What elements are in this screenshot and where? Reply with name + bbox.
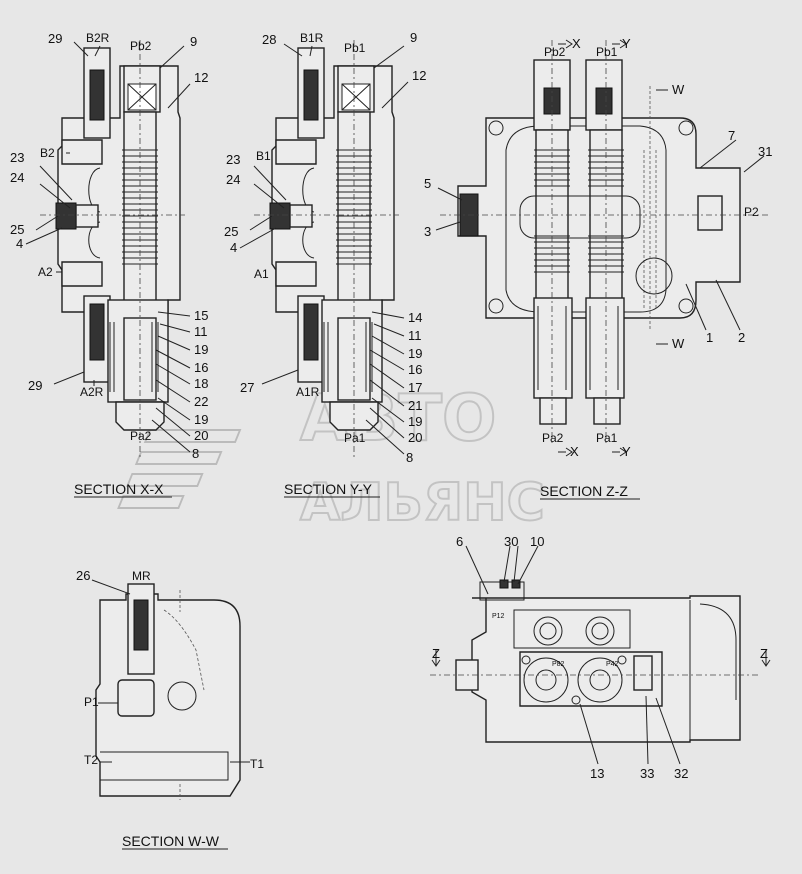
xx-callout-22: 22: [194, 394, 208, 409]
xx-callout-12: 12: [194, 70, 208, 85]
xx-callout-20: 20: [194, 428, 208, 443]
xx-callout-16: 16: [194, 360, 208, 375]
zz-marker-w-top: W: [672, 82, 685, 97]
yy-callout-20: 20: [408, 430, 422, 445]
zz-port-p2: P2: [744, 205, 759, 219]
yy-callout-16: 16: [408, 362, 422, 377]
zz-marker-y-bottom: Y: [622, 444, 631, 459]
xx-port-b2r: B2R: [86, 31, 110, 45]
yy-port-pa1: Pa1: [344, 431, 366, 445]
yy-section-title: SECTION Y-Y: [284, 481, 373, 497]
ww-callout-26: 26: [76, 568, 90, 583]
exterior-view: Z Z P12 P82 P42 6 30 10 13 33 32: [430, 534, 771, 781]
yy-callout-25: 25: [224, 224, 238, 239]
yy-port-b1: B1: [256, 149, 271, 163]
zz-port-pb1: Pb1: [596, 45, 618, 59]
yy-port-b1r: B1R: [300, 31, 324, 45]
yy-callout-17: 17: [408, 380, 422, 395]
zz-marker-x-top: X: [572, 36, 581, 51]
yy-port-a1: A1: [254, 267, 269, 281]
zz-callout-3: 3: [424, 224, 431, 239]
zz-callout-5: 5: [424, 176, 431, 191]
yy-callout-21: 21: [408, 398, 422, 413]
xx-callout-23: 23: [10, 150, 24, 165]
ww-port-t2: T2: [84, 753, 98, 767]
ext-callout-32: 32: [674, 766, 688, 781]
xx-callout-25: 25: [10, 222, 24, 237]
zz-marker-y-top: Y: [622, 36, 631, 51]
section-w-w: MR P1 T2 T1 26 SECTION W-W: [76, 568, 264, 850]
ext-plate-p82: P82: [552, 661, 565, 668]
ext-callout-30: 30: [504, 534, 518, 549]
zz-marker-x-bottom: X: [570, 444, 579, 459]
zz-callout-2: 2: [738, 330, 745, 345]
zz-callout-31: 31: [758, 144, 772, 159]
yy-callout-8: 8: [406, 450, 413, 465]
watermark-line2: АЛЬЯНС: [300, 473, 545, 533]
xx-callout-19b: 19: [194, 412, 208, 427]
ww-port-p1: P1: [84, 695, 99, 709]
zz-marker-w-bottom: W: [672, 336, 685, 351]
xx-port-pb2: Pb2: [130, 39, 152, 53]
xx-callout-18: 18: [194, 376, 208, 391]
section-z-z: Pb2 Pb1 P2 Pa2 Pa1 X Y W W X Y 7 31 5 3 …: [424, 36, 772, 500]
zz-port-pa1: Pa1: [596, 431, 618, 445]
ext-callout-13: 13: [590, 766, 604, 781]
xx-callout-29-top: 29: [48, 31, 62, 46]
yy-callout-24: 24: [226, 172, 240, 187]
xx-port-a2: A2: [38, 265, 53, 279]
yy-callout-9: 9: [410, 30, 417, 45]
yy-port-pb1: Pb1: [344, 41, 366, 55]
yy-callout-27: 27: [240, 380, 254, 395]
xx-callout-11: 11: [194, 324, 208, 339]
yy-callout-11: 11: [408, 328, 422, 343]
ext-plate-p12: P12: [492, 613, 505, 620]
yy-callout-12: 12: [412, 68, 426, 83]
ext-marker-z-right: Z: [760, 646, 768, 661]
yy-callout-4: 4: [230, 240, 237, 255]
ext-callout-33: 33: [640, 766, 654, 781]
xx-callout-19: 19: [194, 342, 208, 357]
xx-callout-4: 4: [16, 236, 23, 251]
xx-callout-9: 9: [190, 34, 197, 49]
yy-port-a1r: A1R: [296, 385, 320, 399]
ww-port-t1: T1: [250, 757, 264, 771]
ww-section-title: SECTION W-W: [122, 833, 220, 849]
zz-port-pa2: Pa2: [542, 431, 564, 445]
section-y-y: B1R Pb1 B1 A1 A1R Pa1 28 9 12 23 24 25 4…: [224, 30, 426, 498]
zz-section-title: SECTION Z-Z: [540, 483, 628, 499]
ext-plate-p42: P42: [606, 661, 619, 668]
xx-port-b2: B2: [40, 146, 55, 160]
ext-callout-10: 10: [530, 534, 544, 549]
yy-callout-23: 23: [226, 152, 240, 167]
ww-port-mr: MR: [132, 569, 151, 583]
yy-callout-19: 19: [408, 346, 422, 361]
yy-callout-14: 14: [408, 310, 422, 325]
xx-section-title: SECTION X-X: [74, 481, 164, 497]
zz-port-pb2: Pb2: [544, 45, 566, 59]
yy-callout-28: 28: [262, 32, 276, 47]
xx-port-pa2: Pa2: [130, 429, 152, 443]
yy-callout-19b: 19: [408, 414, 422, 429]
xx-callout-8: 8: [192, 446, 199, 461]
ext-marker-z-left: Z: [432, 646, 440, 661]
ext-callout-6: 6: [456, 534, 463, 549]
xx-callout-29-bottom: 29: [28, 378, 42, 393]
xx-callout-15: 15: [194, 308, 208, 323]
xx-port-a2r: A2R: [80, 385, 104, 399]
section-x-x: B2R Pb2 B2 A2 A2R Pa2 29 9 12 23 24 25 4…: [10, 31, 208, 498]
zz-callout-7: 7: [728, 128, 735, 143]
zz-callout-1: 1: [706, 330, 713, 345]
xx-callout-24: 24: [10, 170, 24, 185]
